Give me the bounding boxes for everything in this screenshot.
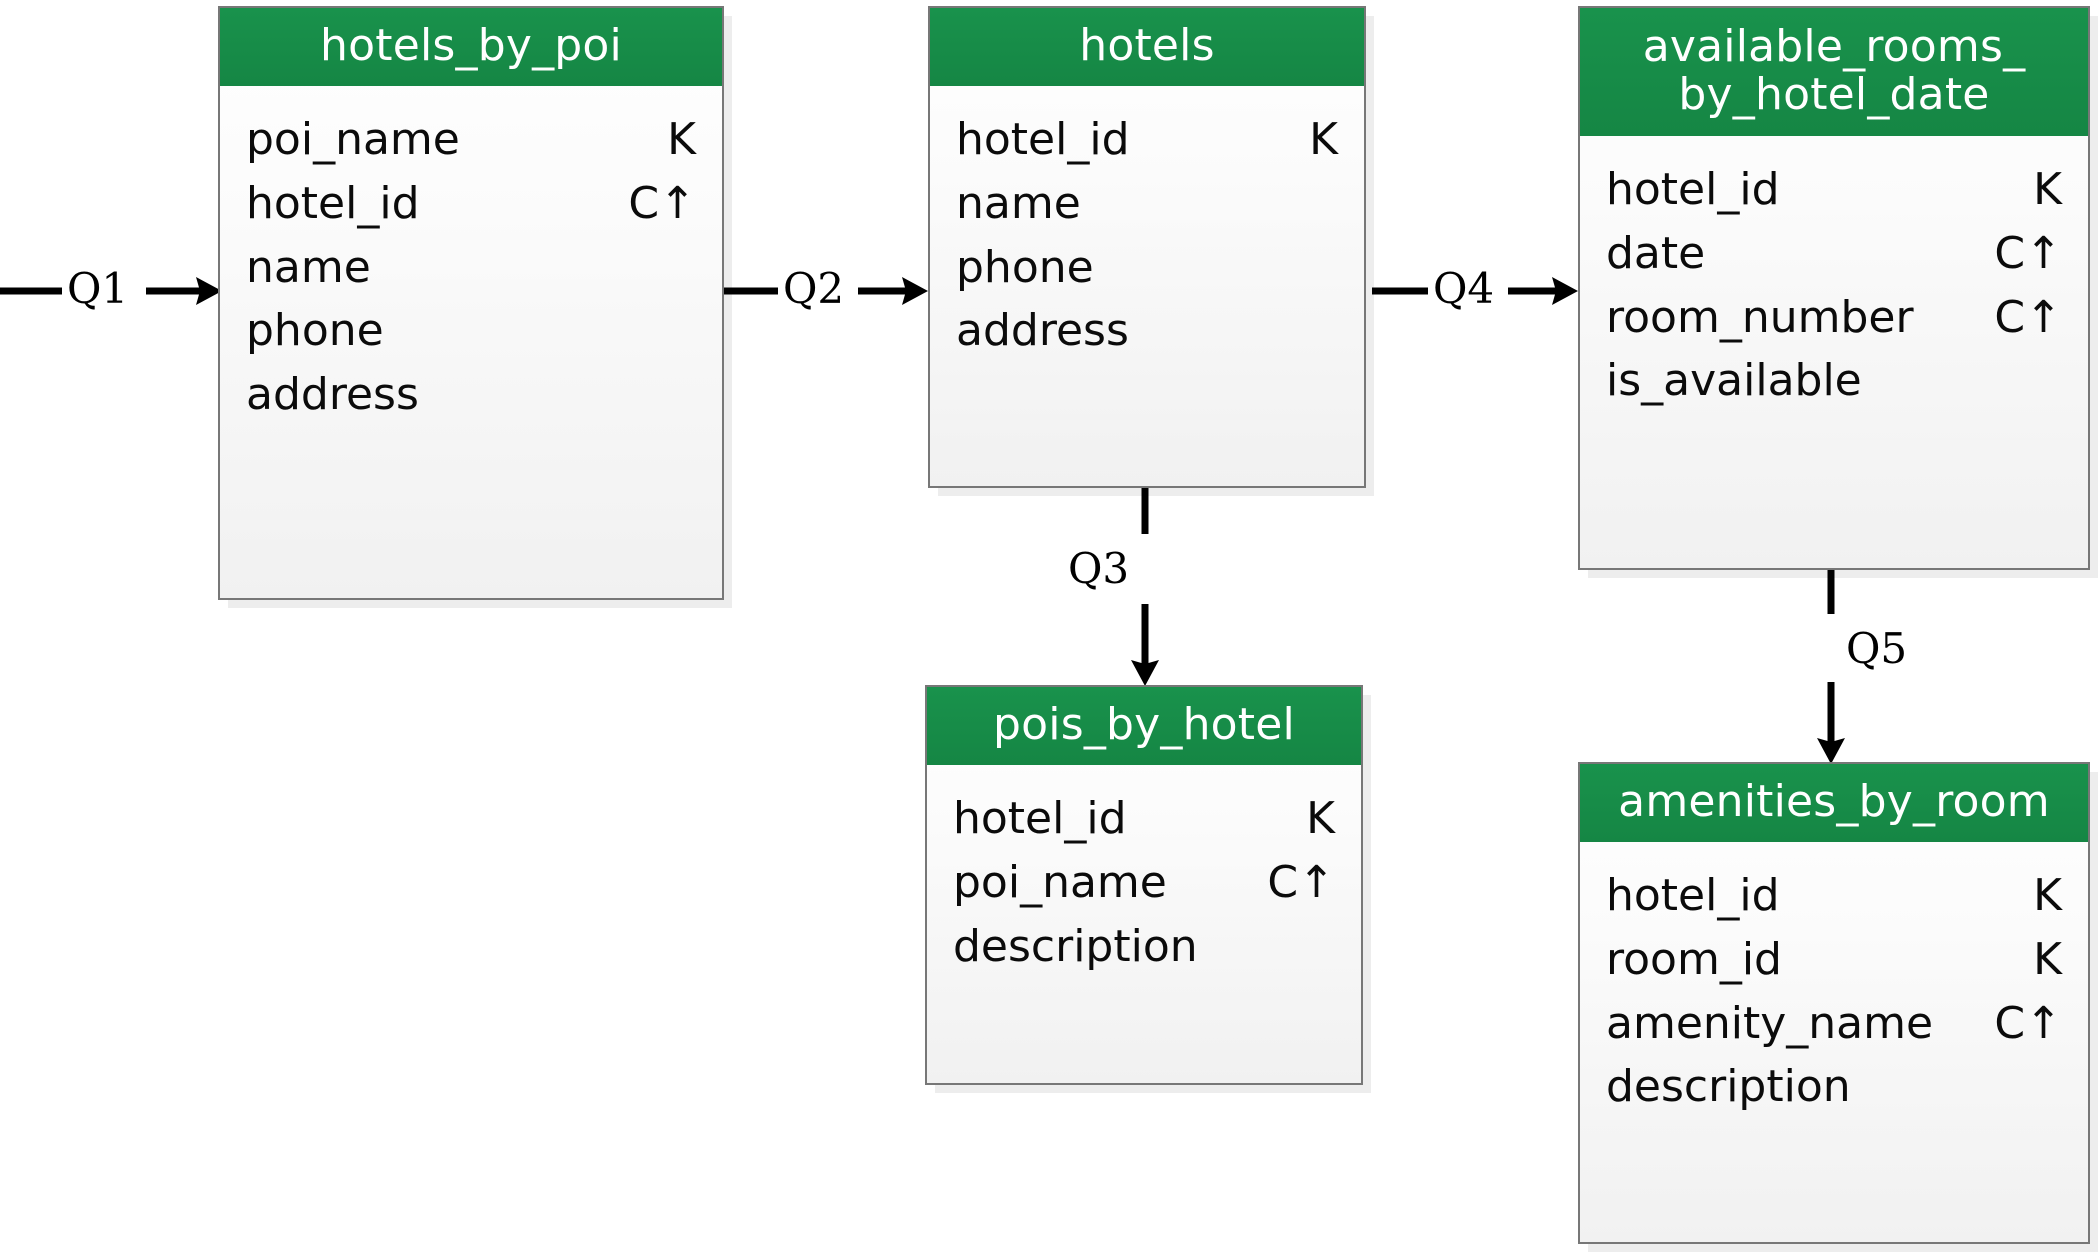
field-row: poi_name K bbox=[246, 108, 696, 172]
table-available-rooms-by-hotel-date[interactable]: available_rooms_ by_hotel_date hotel_id … bbox=[1578, 6, 2090, 570]
table-fields-available-rooms-by-hotel-date: hotel_id K date C↑ room_number C↑ is_ava… bbox=[1580, 136, 2088, 435]
field-row: hotel_id K bbox=[1606, 158, 2062, 222]
table-fields-hotels: hotel_id K name phone address bbox=[930, 86, 1364, 385]
table-fields-hotels-by-poi: poi_name K hotel_id C↑ name phone addres… bbox=[220, 86, 722, 449]
field-key: K bbox=[2033, 933, 2062, 985]
field-name: address bbox=[956, 305, 1129, 357]
field-name: description bbox=[1606, 1061, 1851, 1113]
connector-q5-label: Q5 bbox=[1846, 624, 1908, 673]
field-key: C↑ bbox=[628, 177, 696, 229]
field-key: C↑ bbox=[1994, 997, 2062, 1049]
field-row: name bbox=[956, 172, 1338, 236]
field-row: name bbox=[246, 236, 696, 300]
field-name: room_number bbox=[1606, 291, 1914, 343]
table-title-available-rooms-by-hotel-date: available_rooms_ by_hotel_date bbox=[1580, 8, 2088, 136]
field-row: hotel_id K bbox=[1606, 864, 2062, 928]
field-name: name bbox=[956, 177, 1081, 229]
field-row: phone bbox=[246, 299, 696, 363]
field-row: hotel_id K bbox=[953, 787, 1335, 851]
connector-q4-label: Q4 bbox=[1433, 264, 1495, 313]
field-key: K bbox=[1309, 114, 1338, 165]
field-row: address bbox=[246, 363, 696, 427]
field-name: hotel_id bbox=[956, 114, 1130, 165]
connector-q2-label: Q2 bbox=[783, 264, 845, 313]
field-name: poi_name bbox=[246, 114, 460, 165]
field-key: K bbox=[1306, 793, 1335, 844]
field-name: description bbox=[953, 920, 1198, 972]
field-key: K bbox=[667, 114, 696, 165]
field-row: room_id K bbox=[1606, 928, 2062, 992]
field-row: phone bbox=[956, 236, 1338, 300]
connector-q5 bbox=[1808, 568, 1854, 766]
field-name: hotel_id bbox=[246, 177, 420, 229]
field-name: amenity_name bbox=[1606, 997, 1934, 1049]
table-fields-amenities-by-room: hotel_id K room_id K amenity_name C↑ des… bbox=[1580, 842, 2088, 1141]
field-name: is_available bbox=[1606, 355, 1862, 407]
field-row: hotel_id C↑ bbox=[246, 172, 696, 236]
field-name: address bbox=[246, 369, 419, 421]
table-pois-by-hotel[interactable]: pois_by_hotel hotel_id K poi_name C↑ des… bbox=[925, 685, 1363, 1085]
field-name: hotel_id bbox=[1606, 870, 1780, 921]
connector-q3-label: Q3 bbox=[1068, 544, 1130, 593]
field-row: description bbox=[1606, 1055, 2062, 1119]
field-name: phone bbox=[246, 305, 384, 357]
field-key: K bbox=[2033, 870, 2062, 921]
field-row: room_number C↑ bbox=[1606, 286, 2062, 350]
field-name: hotel_id bbox=[953, 793, 1127, 844]
table-amenities-by-room[interactable]: amenities_by_room hotel_id K room_id K a… bbox=[1578, 762, 2090, 1244]
field-key: K bbox=[2033, 164, 2062, 215]
field-row: date C↑ bbox=[1606, 222, 2062, 286]
table-hotels[interactable]: hotels hotel_id K name phone address bbox=[928, 6, 1366, 488]
table-title-hotels: hotels bbox=[930, 8, 1364, 86]
connector-q1 bbox=[0, 268, 224, 314]
table-hotels-by-poi[interactable]: hotels_by_poi poi_name K hotel_id C↑ nam… bbox=[218, 6, 724, 600]
field-row: amenity_name C↑ bbox=[1606, 992, 2062, 1056]
field-row: description bbox=[953, 915, 1335, 979]
field-key: C↑ bbox=[1994, 227, 2062, 279]
field-name: room_id bbox=[1606, 933, 1782, 985]
connector-q3 bbox=[1122, 486, 1168, 688]
field-row: poi_name C↑ bbox=[953, 851, 1335, 915]
connector-q4 bbox=[1372, 268, 1580, 314]
field-key: C↑ bbox=[1994, 291, 2062, 343]
field-name: phone bbox=[956, 241, 1094, 293]
field-name: hotel_id bbox=[1606, 164, 1780, 215]
field-name: poi_name bbox=[953, 856, 1167, 908]
field-name: date bbox=[1606, 227, 1706, 279]
field-row: hotel_id K bbox=[956, 108, 1338, 172]
table-title-hotels-by-poi: hotels_by_poi bbox=[220, 8, 722, 86]
connector-q2 bbox=[722, 268, 930, 314]
field-row: address bbox=[956, 299, 1338, 363]
field-name: name bbox=[246, 241, 371, 293]
field-key: C↑ bbox=[1267, 856, 1335, 908]
table-title-amenities-by-room: amenities_by_room bbox=[1580, 764, 2088, 842]
table-fields-pois-by-hotel: hotel_id K poi_name C↑ description bbox=[927, 765, 1361, 1000]
table-title-pois-by-hotel: pois_by_hotel bbox=[927, 687, 1361, 765]
field-row: is_available bbox=[1606, 349, 2062, 413]
connector-q1-label: Q1 bbox=[67, 264, 129, 313]
